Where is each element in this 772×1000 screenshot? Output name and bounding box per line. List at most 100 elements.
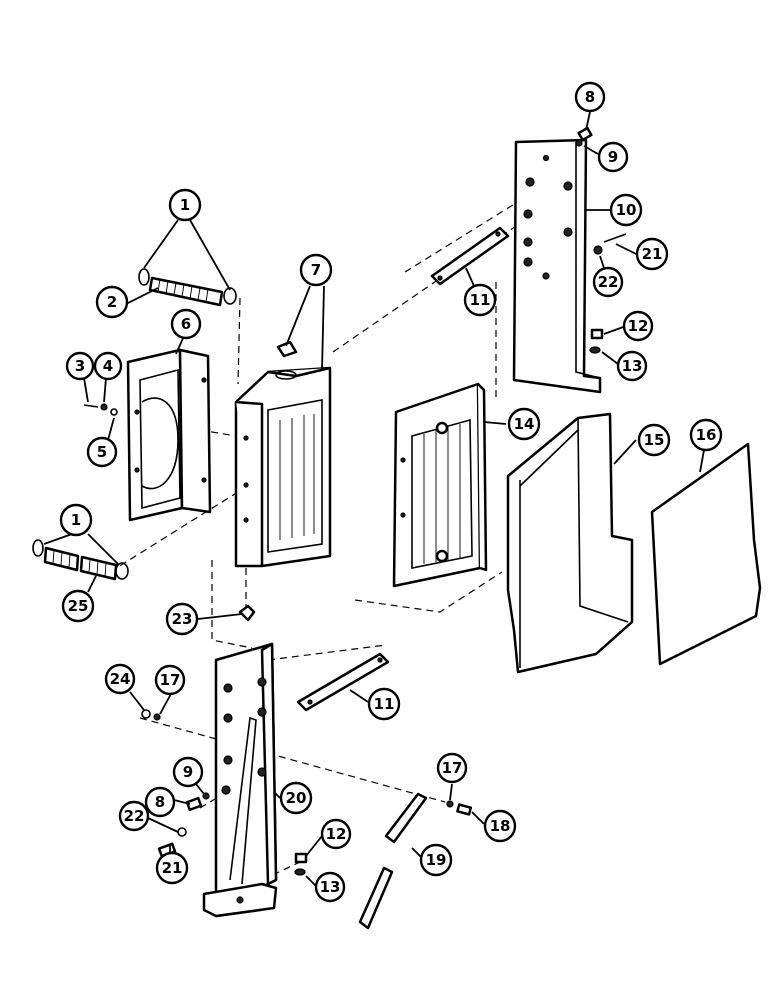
baffle-part-15 xyxy=(506,412,634,674)
svg-text:17: 17 xyxy=(160,671,181,689)
svg-text:13: 13 xyxy=(320,878,341,896)
fastener-lower-12-13 xyxy=(294,852,308,876)
fastener-lower-left-17-24 xyxy=(141,709,161,721)
svg-text:3: 3 xyxy=(75,357,85,375)
callout-13-lower: 13 xyxy=(314,871,346,903)
svg-text:12: 12 xyxy=(326,825,347,843)
callout-16: 16 xyxy=(689,418,723,452)
callout-11-upper: 11 xyxy=(463,283,497,317)
leader-lines xyxy=(43,111,705,887)
callout-7: 7 xyxy=(299,253,333,287)
callout-11-lower: 11 xyxy=(367,687,401,721)
callout-19: 19 xyxy=(419,843,453,877)
svg-text:19: 19 xyxy=(426,851,447,869)
splash-plate-lower-part-19 xyxy=(358,866,394,930)
lower-hoses-part-25 xyxy=(32,539,129,581)
callout-6: 6 xyxy=(170,308,202,340)
callout-22-lower: 22 xyxy=(118,800,150,832)
callout-14: 14 xyxy=(507,407,541,441)
fan-shroud-part-6 xyxy=(126,348,212,522)
bolt-part-3 xyxy=(83,404,99,408)
drain-fitting-part-23 xyxy=(238,604,256,622)
callout-13-upper: 13 xyxy=(616,350,648,382)
svg-text:8: 8 xyxy=(155,793,165,811)
callout-12-lower: 12 xyxy=(320,818,352,850)
svg-text:10: 10 xyxy=(616,201,637,219)
callout-10: 10 xyxy=(609,193,643,227)
callout-4: 4 xyxy=(93,351,123,381)
svg-text:20: 20 xyxy=(286,789,307,807)
washer-part-4 xyxy=(100,403,108,411)
callout-5: 5 xyxy=(86,436,118,468)
callout-1-upper: 1 xyxy=(168,188,202,222)
callout-9-lower: 9 xyxy=(172,756,204,788)
callout-17-left: 17 xyxy=(154,664,186,696)
upper-bracket-part-10 xyxy=(512,138,602,394)
svg-text:21: 21 xyxy=(162,859,183,877)
splash-plate-upper-part-19 xyxy=(384,792,428,844)
callout-20: 20 xyxy=(279,781,313,815)
callout-22-upper: 22 xyxy=(592,266,624,298)
hose-clamp-lower-left xyxy=(32,539,44,557)
radiator-part-7 xyxy=(234,340,332,568)
svg-text:25: 25 xyxy=(68,597,89,615)
callout-17-right: 17 xyxy=(436,752,468,784)
svg-text:14: 14 xyxy=(514,415,535,433)
callout-1-lower: 1 xyxy=(59,503,93,537)
svg-text:9: 9 xyxy=(183,763,193,781)
callout-23: 23 xyxy=(165,602,199,636)
fastener-lower-17-18 xyxy=(446,800,473,816)
bolt-washer-parts-3-4-5 xyxy=(83,403,118,416)
hose-clamp-upper-right xyxy=(223,287,237,305)
callout-18: 18 xyxy=(483,809,517,843)
svg-text:7: 7 xyxy=(311,261,321,279)
svg-text:6: 6 xyxy=(181,315,191,333)
svg-text:8: 8 xyxy=(585,88,595,106)
svg-text:11: 11 xyxy=(470,291,491,309)
callout-24: 24 xyxy=(104,663,136,695)
screen-panel-part-16 xyxy=(650,442,762,666)
svg-text:12: 12 xyxy=(628,317,649,335)
svg-text:22: 22 xyxy=(598,273,619,291)
brace-bar-upper-part-11 xyxy=(430,226,510,286)
nut-part-5 xyxy=(110,408,118,416)
callout-9-upper: 9 xyxy=(597,141,629,173)
svg-text:15: 15 xyxy=(644,431,665,449)
svg-text:23: 23 xyxy=(172,610,193,628)
callout-21-lower: 21 xyxy=(155,851,189,885)
callout-2: 2 xyxy=(95,285,129,319)
callout-8-upper: 8 xyxy=(574,81,606,113)
hose-clamp-lower-right xyxy=(115,562,129,580)
svg-text:16: 16 xyxy=(696,426,717,444)
svg-text:22: 22 xyxy=(124,807,145,825)
brace-bar-lower-part-11 xyxy=(296,652,390,712)
oil-cooler-part-14 xyxy=(392,382,488,588)
callout-8-lower: 8 xyxy=(144,786,176,818)
svg-text:1: 1 xyxy=(180,196,190,214)
svg-text:5: 5 xyxy=(97,443,107,461)
svg-text:4: 4 xyxy=(103,357,113,375)
svg-text:24: 24 xyxy=(110,670,131,688)
fastener-lower-8-9 xyxy=(185,792,210,812)
svg-text:13: 13 xyxy=(622,357,643,375)
svg-text:11: 11 xyxy=(374,695,395,713)
nut-washer-upper-12-13 xyxy=(589,328,604,354)
svg-text:18: 18 xyxy=(490,817,511,835)
svg-text:2: 2 xyxy=(107,293,117,311)
lower-bracket-part-20 xyxy=(202,642,278,918)
bolt-washer-right-21-22 xyxy=(593,233,627,255)
upper-hose-part-2 xyxy=(138,268,237,307)
svg-text:9: 9 xyxy=(608,148,618,166)
hose-clamp-upper-left xyxy=(138,268,150,286)
svg-text:21: 21 xyxy=(642,245,663,263)
callout-25: 25 xyxy=(61,589,95,623)
callout-bubbles: 1 2 6 7 3 4 5 8 9 10 21 22 11 12 13 14 1… xyxy=(59,81,723,903)
callout-15: 15 xyxy=(637,423,671,457)
callout-12-upper: 12 xyxy=(622,310,654,342)
svg-text:17: 17 xyxy=(442,759,463,777)
callout-21-upper: 21 xyxy=(635,237,669,271)
callout-3: 3 xyxy=(65,351,95,381)
svg-text:1: 1 xyxy=(71,511,81,529)
bolt-washer-top-8-9 xyxy=(575,126,593,147)
